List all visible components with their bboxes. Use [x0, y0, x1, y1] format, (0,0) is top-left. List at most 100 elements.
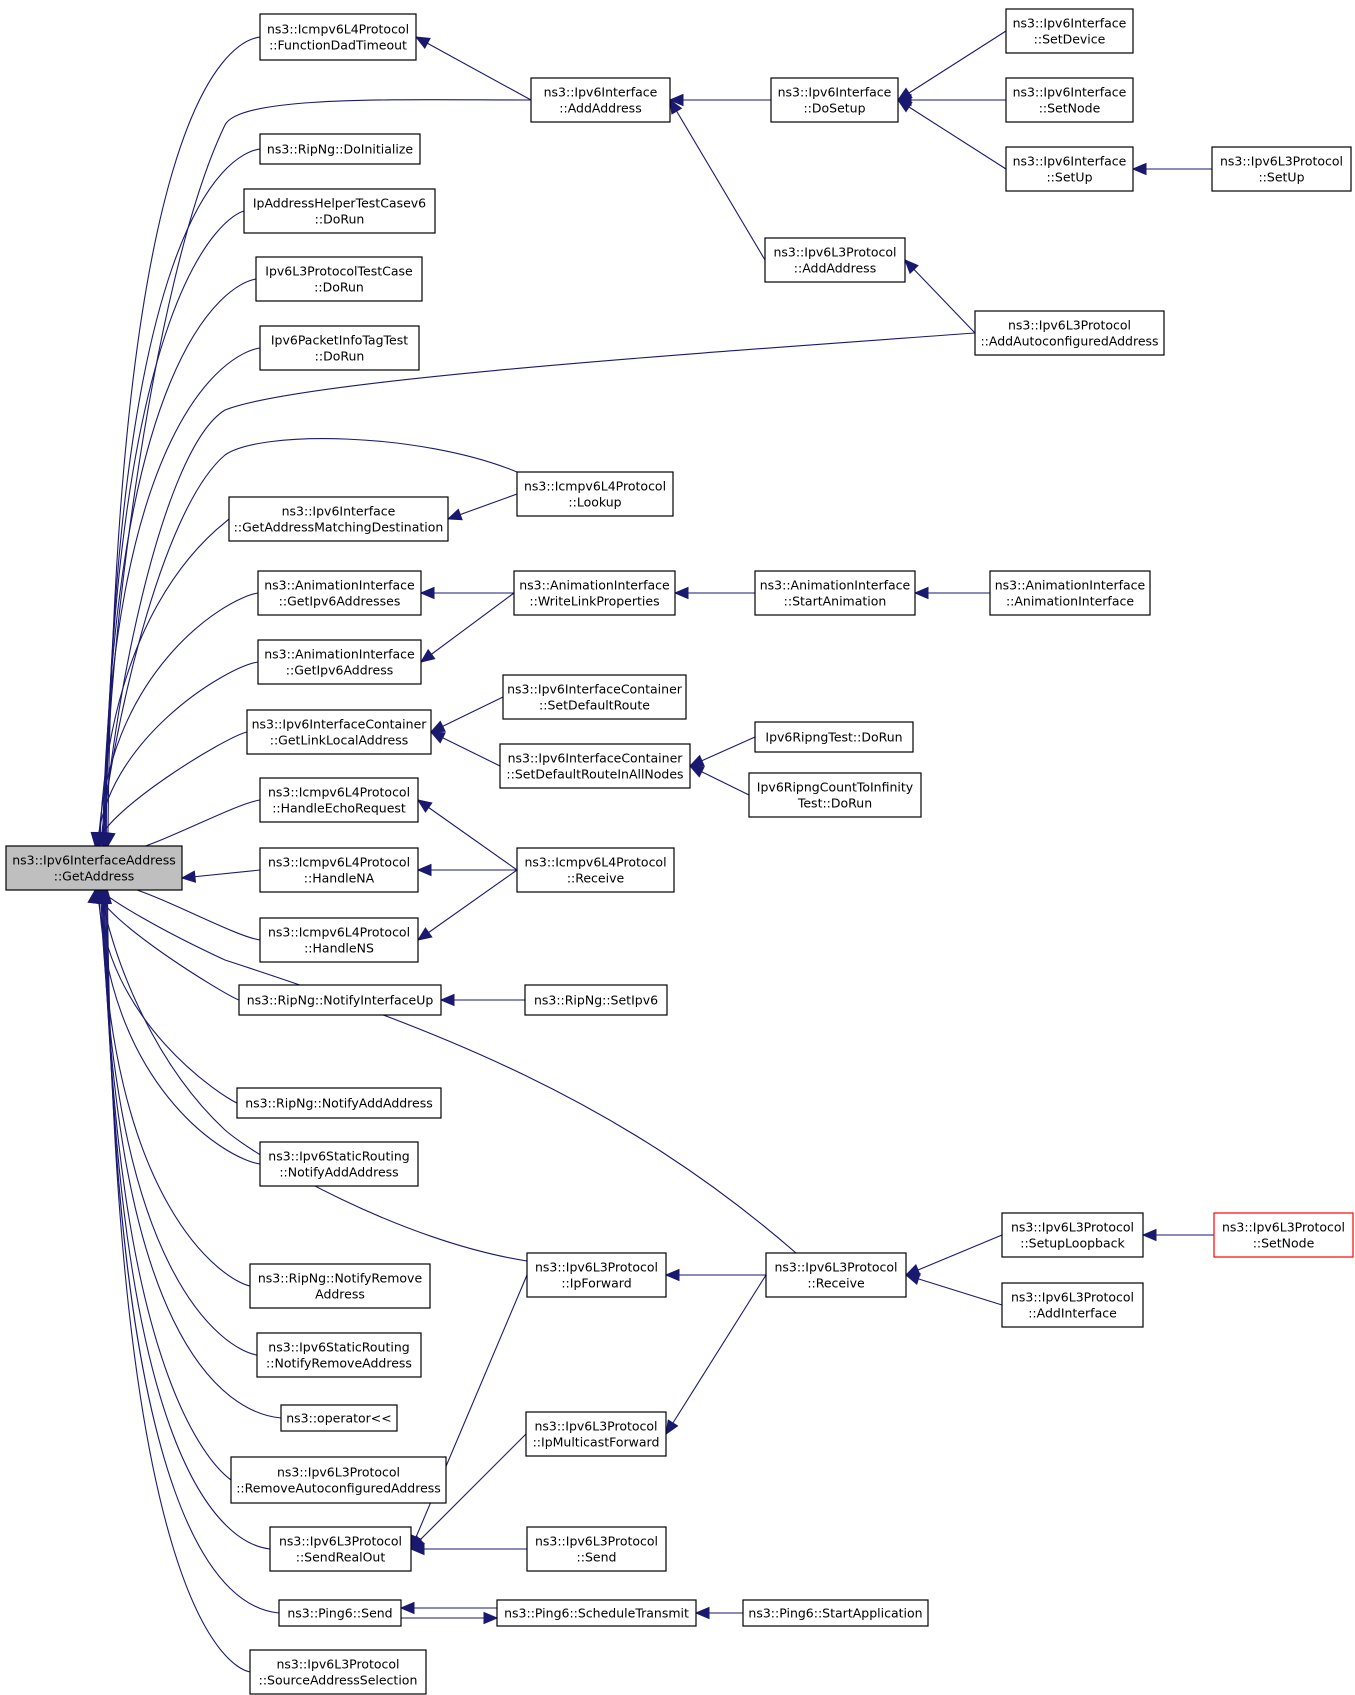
node-icmpNA[interactable]: ns3::Icmpv6L4Protocol::HandleNA [259, 847, 419, 893]
node-ifSetNode[interactable]: ns3::Ipv6Interface::SetNode [1005, 77, 1134, 123]
node-ifSetUp[interactable]: ns3::Ipv6Interface::SetUp [1005, 146, 1134, 192]
node-ipAddrHelper[interactable]: IpAddressHelperTestCasev6::DoRun [243, 188, 436, 234]
node-l3IpFwd[interactable]: ns3::Ipv6L3Protocol::IpForward [526, 1252, 667, 1298]
node-icSetDefRoute[interactable]: ns3::Ipv6InterfaceContainer::SetDefaultR… [502, 674, 687, 720]
edge-arrowhead [416, 863, 432, 877]
node-opLt[interactable]: ns3::operator<< [280, 1404, 398, 1432]
node-icmpNS[interactable]: ns3::Icmpv6L4Protocol::HandleNS [259, 917, 419, 963]
node-icmpDad[interactable]: ns3::Icmpv6L4Protocol::FunctionDadTimeou… [259, 13, 417, 61]
node-srRemove[interactable]: ns3::Ipv6StaticRouting::NotifyRemoveAddr… [256, 1332, 422, 1378]
edge-arrowhead [688, 765, 705, 778]
edge-l3AutoAddr-to-l3AddAddr [904, 259, 976, 334]
node-label-line: ::AnimationInterface [1006, 594, 1134, 609]
node-animCtor[interactable]: ns3::AnimationInterface::AnimationInterf… [989, 570, 1151, 616]
node-l3RemAuto[interactable]: ns3::Ipv6L3Protocol::RemoveAutoconfigure… [230, 1456, 447, 1504]
edge-icmpLookup-to-ifMatchDest [446, 493, 518, 521]
edge-line [98, 592, 259, 847]
edge-ripngCount-to-icSetDefAll [688, 765, 750, 796]
node-animStart[interactable]: ns3::AnimationInterface::StartAnimation [754, 570, 916, 616]
node-box [1005, 146, 1134, 192]
edge-icmpRecv-to-icmpNA [416, 863, 517, 877]
node-root[interactable]: ns3::Ipv6InterfaceAddress::GetAddress [5, 845, 183, 891]
node-icmpRecv[interactable]: ns3::Icmpv6L4Protocol::Receive [516, 847, 675, 893]
node-l3SetupLoop[interactable]: ns3::Ipv6L3Protocol::SetupLoopback [1001, 1212, 1144, 1258]
node-ifDoSetup[interactable]: ns3::Ipv6Interface::DoSetup [770, 77, 899, 123]
edge-ifDoSetup-to-ifAdd [668, 93, 771, 107]
edge-ripSetIpv6-to-ripIfUp [439, 993, 525, 1007]
edge-icmpRecv-to-icmpNS [416, 869, 518, 941]
node-l3Recv[interactable]: ns3::Ipv6L3Protocol::Receive [765, 1252, 907, 1298]
node-ifSetDevice[interactable]: ns3::Ipv6Interface::SetDevice [1005, 8, 1134, 54]
node-animWriteLink[interactable]: ns3::AnimationInterface::WriteLinkProper… [513, 570, 676, 616]
node-pingSched[interactable]: ns3::Ping6::ScheduleTransmit [496, 1599, 697, 1627]
node-ripRemove[interactable]: ns3::RipNg::NotifyRemoveAddress [249, 1263, 431, 1309]
node-animGetAddr[interactable]: ns3::AnimationInterface::GetIpv6Address [257, 639, 422, 685]
node-box [1213, 1212, 1354, 1258]
node-box [989, 570, 1151, 616]
node-icmpEcho[interactable]: ns3::Icmpv6L4Protocol::HandleEchoRequest [259, 777, 419, 823]
node-ripIfUp[interactable]: ns3::RipNg::NotifyInterfaceUp [238, 984, 442, 1016]
node-l3AddAddr[interactable]: ns3::Ipv6L3Protocol::AddAddress [764, 237, 906, 283]
node-label-line: ns3::Ping6::StartApplication [748, 1606, 922, 1621]
node-label-line: Test::DoRun [797, 796, 872, 811]
node-label-line: ns3::Icmpv6L4Protocol [268, 785, 410, 800]
edge-line [897, 99, 1007, 170]
node-box [259, 325, 420, 371]
node-ifAdd[interactable]: ns3::Ipv6Interface::AddAddress [530, 77, 671, 123]
node-l3SendReal[interactable]: ns3::Ipv6L3Protocol::SendRealOut [269, 1526, 412, 1572]
edge-line [107, 36, 261, 847]
edge-ifSetNode-to-ifDoSetup [896, 93, 1006, 107]
node-label-line: ns3::AnimationInterface [264, 647, 415, 662]
edge-line [97, 889, 238, 1104]
node-box [269, 1526, 412, 1572]
node-l3SetUp[interactable]: ns3::Ipv6L3Protocol::SetUp [1211, 146, 1352, 192]
edge-animStart-to-animWriteLink [673, 586, 755, 600]
node-l3AutoAddr[interactable]: ns3::Ipv6L3Protocol::AddAutoconfiguredAd… [974, 310, 1165, 356]
edge-line [417, 799, 518, 871]
node-box [5, 845, 183, 891]
node-label-line: ns3::Ipv6L3Protocol [276, 1657, 399, 1672]
node-icGetLinkLocal[interactable]: ns3::Ipv6InterfaceContainer::GetLinkLoca… [246, 709, 432, 755]
node-pingSend[interactable]: ns3::Ping6::Send [278, 1599, 402, 1627]
node-pktInfo[interactable]: Ipv6PacketInfoTagTest::DoRun [259, 325, 420, 371]
edge-arrowhead [665, 1419, 679, 1436]
edge-l3Recv-to-l3IpFwd [664, 1268, 766, 1282]
node-box [255, 256, 423, 302]
node-label-line: ::DoRun [314, 280, 364, 295]
node-ripSetIpv6[interactable]: ns3::RipNg::SetIpv6 [524, 984, 668, 1016]
node-label-line: ns3::Ipv6Interface [1013, 16, 1127, 31]
edge-animWriteLink-to-animGetAddr [419, 592, 515, 663]
edge-pingStart-to-pingSched [694, 1606, 743, 1620]
node-label-line: ns3::Icmpv6L4Protocol [268, 925, 410, 940]
edge-line [101, 889, 258, 1356]
node-l3SetNode[interactable]: ns3::Ipv6L3Protocol::SetNode [1213, 1212, 1354, 1258]
node-label-line: ns3::RipNg::NotifyInterfaceUp [247, 993, 434, 1008]
node-ifMatchDest[interactable]: ns3::Ipv6Interface::GetAddressMatchingDe… [228, 496, 449, 542]
node-label-line: ::HandleEchoRequest [272, 801, 406, 816]
node-ripAddAddr[interactable]: ns3::RipNg::NotifyAddAddress [236, 1087, 442, 1119]
node-l3Test[interactable]: Ipv6L3ProtocolTestCase::DoRun [255, 256, 423, 302]
node-label-line: ns3::Ipv6L3Protocol [535, 1260, 658, 1275]
node-ripngTest[interactable]: Ipv6RipngTest::DoRun [754, 721, 914, 753]
node-l3AddIf[interactable]: ns3::Ipv6L3Protocol::AddInterface [1001, 1282, 1144, 1328]
node-box [238, 984, 442, 1016]
node-animGetAddrs[interactable]: ns3::AnimationInterface::GetIpv6Addresse… [257, 570, 422, 616]
node-label-line: ns3::Ipv6InterfaceContainer [507, 682, 683, 697]
edge-line [905, 1274, 1003, 1306]
node-l3SrcSel[interactable]: ns3::Ipv6L3Protocol::SourceAddressSelect… [249, 1649, 427, 1695]
node-label-line: ns3::Ipv6L3Protocol [1008, 318, 1131, 333]
node-icmpLookup[interactable]: ns3::Icmpv6L4Protocol::Lookup [516, 471, 674, 517]
edge-pktInfo-to-root [98, 347, 261, 848]
node-box [516, 471, 674, 517]
node-srAddAddr[interactable]: ns3::Ipv6StaticRouting::NotifyAddAddress [259, 1141, 419, 1187]
node-ripDoInit[interactable]: ns3::RipNg::DoInitialize [259, 133, 421, 165]
node-box [754, 721, 914, 753]
edge-pingSched-to-pingSend [399, 1601, 497, 1615]
node-l3Send[interactable]: ns3::Ipv6L3Protocol::Send [526, 1526, 667, 1572]
edge-arrowhead [414, 36, 431, 49]
node-label-line: ns3::Ipv6L3Protocol [534, 1419, 657, 1434]
node-pingStart[interactable]: ns3::Ping6::StartApplication [742, 1599, 929, 1627]
node-icSetDefAll[interactable]: ns3::Ipv6InterfaceContainer::SetDefaultR… [499, 743, 691, 789]
node-l3McFwd[interactable]: ns3::Ipv6L3Protocol::IpMulticastForward [525, 1411, 667, 1457]
